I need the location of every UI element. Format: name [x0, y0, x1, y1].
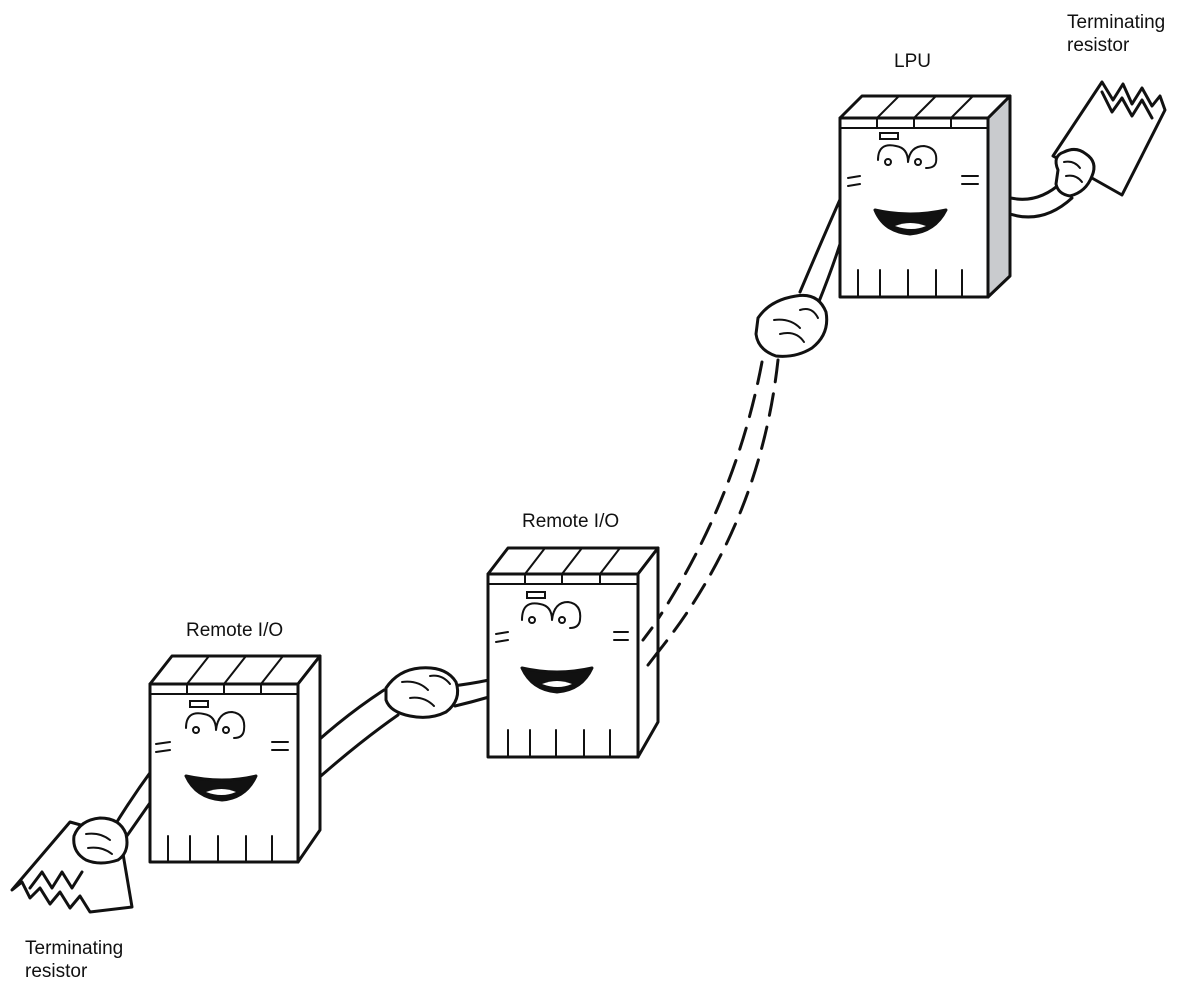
terminating-resistor-top-label-line1: Terminating	[1067, 12, 1166, 33]
remote-io-unit-2	[486, 546, 660, 759]
remote-io-1-label: Remote I/O	[186, 620, 284, 641]
hand-top-right	[1054, 147, 1096, 198]
lpu-label: LPU	[894, 51, 931, 72]
remote-io-2-label: Remote I/O	[522, 511, 620, 532]
lpu-unit	[838, 94, 1012, 299]
hand-bottom-left	[72, 816, 129, 865]
terminating-resistor-top-label-line2: resistor	[1067, 35, 1130, 56]
lpu-left-arm	[798, 193, 847, 306]
remote-io-unit-1	[148, 654, 322, 864]
handshake-lpu	[754, 293, 829, 358]
remote-io-2-cable-stubs	[641, 626, 660, 667]
link-cable-dashed	[650, 358, 780, 654]
terminating-resistor-bottom-label-line2: resistor	[25, 961, 88, 982]
handshake-remote-io	[384, 666, 460, 719]
terminating-resistor-bottom-label-line1: Terminating	[25, 938, 124, 959]
